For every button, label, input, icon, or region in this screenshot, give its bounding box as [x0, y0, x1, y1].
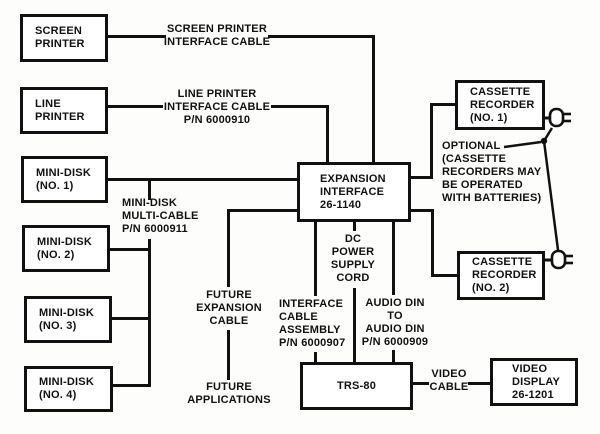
connector: [411, 176, 433, 179]
connector: [113, 384, 151, 387]
node-label: LINE PRINTER: [35, 97, 85, 123]
connector: [148, 239, 151, 387]
connector: [227, 209, 297, 212]
node-mini-disk-2: MINI-DISK (NO. 2): [22, 225, 110, 272]
connector: [148, 178, 151, 200]
connector: [271, 105, 329, 108]
node-screen-printer: SCREEN PRINTER: [20, 14, 108, 62]
node-mini-disk-4: MINI-DISK (NO. 4): [24, 366, 113, 412]
node-mini-disk-1: MINI-DISK (NO. 1): [21, 156, 108, 203]
connector: [430, 103, 433, 179]
connector: [411, 209, 434, 212]
connector: [108, 178, 297, 181]
node-label: VIDEO DISPLAY 26-1201: [512, 362, 561, 401]
node-label: MINI-DISK (NO. 2): [37, 235, 92, 261]
connector: [372, 35, 375, 162]
node-expansion-interface: EXPANSION INTERFACE 26-1140: [297, 162, 411, 222]
connector: [431, 274, 457, 277]
connector: [314, 352, 317, 362]
connector: [108, 35, 166, 38]
node-mini-disk-3: MINI-DISK (NO. 3): [24, 296, 112, 343]
node-label: TRS-80: [336, 379, 377, 392]
node-label: MINI-DISK (NO. 3): [39, 306, 94, 332]
label-future-expansion-cable: FUTURE EXPANSION CABLE: [196, 289, 262, 327]
connector: [227, 330, 230, 380]
node-label: CASSETTE RECORDER (NO. 1): [470, 85, 535, 124]
connector: [326, 105, 329, 162]
node-cassette-recorder-2: CASSETTE RECORDER (NO. 2): [457, 251, 545, 300]
node-video-display: VIDEO DISPLAY 26-1201: [490, 358, 578, 406]
connector: [227, 209, 230, 287]
connector: [112, 317, 151, 320]
connector: [108, 105, 163, 108]
label-video-cable: VIDEO CABLE: [429, 368, 469, 393]
label-optional-note: OPTIONAL (CASSETTE RECORDERS MAY BE OPER…: [442, 140, 542, 204]
connector: [431, 209, 434, 277]
connector: [353, 288, 356, 362]
node-trs-80: TRS-80: [300, 362, 413, 410]
node-label: SCREEN PRINTER: [35, 25, 85, 50]
label-dc-power-supply-cord: DC POWER SUPPLY CORD: [330, 233, 376, 284]
label-interface-cable-assembly: INTERFACE CABLE ASSEMBLY P/N 6000907: [279, 298, 346, 349]
label-future-applications: FUTURE APPLICATIONS: [187, 381, 271, 406]
node-label: MINI-DISK (NO. 1): [36, 166, 91, 192]
connector: [392, 350, 395, 362]
connector: [468, 382, 490, 385]
node-label: MINI-DISK (NO. 4): [39, 376, 94, 401]
connector: [430, 103, 455, 106]
label-mini-disk-multi-cable: MINI-DISK MULTI-CABLE P/N 6000911: [122, 197, 199, 235]
label-line-printer-cable: LINE PRINTER INTERFACE CABLE P/N 6000910: [163, 88, 271, 126]
connector: [110, 248, 151, 251]
node-label: CASSETTE RECORDER (NO. 2): [472, 256, 537, 294]
node-cassette-recorder-1: CASSETTE RECORDER (NO. 1): [455, 80, 545, 130]
node-line-printer: LINE PRINTER: [20, 87, 108, 134]
power-plug-icon: [545, 249, 573, 270]
connector: [392, 222, 395, 295]
label-screen-printer-cable: SCREEN PRINTER INTERFACE CABLE: [163, 23, 271, 48]
connector: [353, 222, 356, 231]
connector: [268, 35, 375, 38]
label-audio-din-cable: AUDIO DIN TO AUDIO DIN P/N 6000909: [361, 297, 429, 348]
power-plug-icon: [545, 107, 571, 128]
connector: [314, 222, 317, 296]
connector: [413, 382, 429, 385]
node-label: EXPANSION INTERFACE 26-1140: [320, 172, 386, 211]
